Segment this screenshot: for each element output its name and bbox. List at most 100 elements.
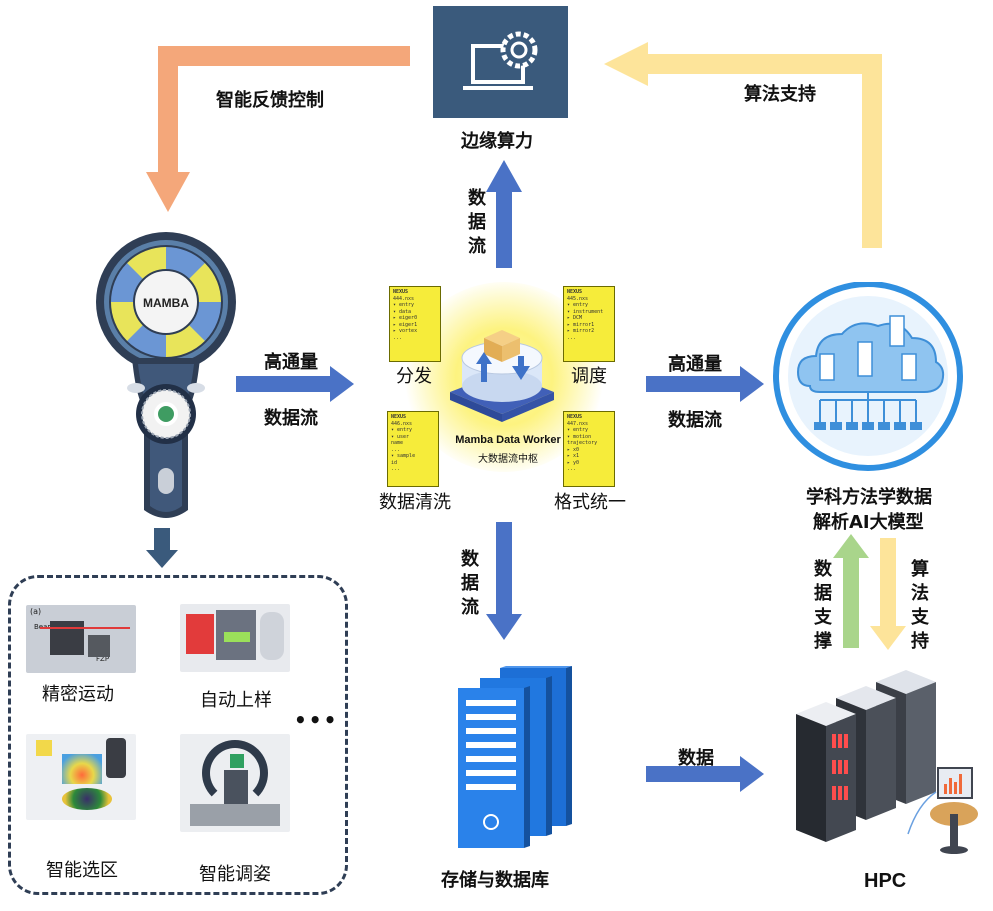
schedule-label: 调度 <box>571 366 607 387</box>
feedback-arrow <box>158 46 410 175</box>
high-throughput-left-shaft <box>236 376 332 392</box>
algo-support-side-head <box>870 626 906 650</box>
dataflow-up-char: 据 <box>468 212 486 233</box>
nexus-line: ... <box>391 446 401 453</box>
ai-model-label-line1: 学科方法学数据 <box>806 487 932 508</box>
nexus-line: ... <box>567 466 577 472</box>
edge-compute-node <box>433 6 568 118</box>
precision-motion-label: 精密运动 <box>42 684 114 705</box>
algo-support-side-char: 法 <box>911 583 929 604</box>
nexus-line: ▸ mirror1 <box>567 321 595 328</box>
mamba-to-apps-head <box>146 550 178 568</box>
nexus-file: 445.nxs <box>567 295 589 302</box>
thumb-tag: (a) <box>30 607 42 616</box>
nexus-note-444: NEXUS 444.nxs ▾ entry ▾ data ▸ eiger0 ▸ … <box>389 286 441 362</box>
high-throughput-right-head <box>740 366 764 402</box>
data-to-hpc-head <box>740 756 764 792</box>
storage-label: 存储与数据库 <box>441 870 549 891</box>
algo-support-side-label: 算 法 支 持 <box>909 558 931 654</box>
laptop-gear-icon <box>463 31 538 90</box>
cleaning-label: 数据清洗 <box>379 492 451 513</box>
dataflow-right-label: 数据流 <box>668 410 722 431</box>
nexus-line: ▸ mirror2 <box>567 328 595 334</box>
nexus-header: NEXUS <box>391 414 407 420</box>
thumb-tag: FZP <box>96 655 110 663</box>
ai-model-label-line2: 解析AI大模型 <box>813 512 924 533</box>
dataflow-down-char: 据 <box>461 573 479 594</box>
dataflow-up-label: 数 据 流 <box>466 187 488 259</box>
high-throughput-left-label: 高通量 <box>264 352 318 373</box>
dataflow-down-char: 数 <box>461 549 479 570</box>
data-support-head <box>833 534 869 558</box>
nexus-line: ▸ vortex <box>393 328 418 334</box>
format-label: 格式统一 <box>554 492 626 513</box>
nexus-line: ▾ motion <box>567 433 592 440</box>
nexus-line: ▸ x1 <box>567 453 580 459</box>
algo-support-arrow <box>645 54 882 248</box>
nexus-header: NEXUS <box>567 289 583 295</box>
dataflow-up-char: 数 <box>468 188 486 209</box>
nexus-line: ▾ user <box>391 433 410 440</box>
applications-panel <box>8 575 348 895</box>
auto-loading-label: 自动上样 <box>200 690 272 711</box>
nexus-file: 444.nxs <box>393 295 415 302</box>
nexus-note-447: NEXUS 447.nxs ▾ entry ▾ motion trajector… <box>563 411 615 487</box>
smart-alignment-image <box>180 734 290 832</box>
nexus-line: ▸ eiger1 <box>393 321 418 328</box>
nexus-line: ▾ sample <box>391 453 416 459</box>
nexus-line: id <box>391 459 398 466</box>
data-to-hpc-shaft <box>646 766 742 782</box>
storage-servers-icon <box>458 666 572 848</box>
high-throughput-right-label: 高通量 <box>668 354 722 375</box>
algo-support-side-char: 支 <box>911 607 929 628</box>
distribute-label: 分发 <box>396 366 432 387</box>
mamba-logo-text: MAMBA <box>143 296 189 310</box>
data-support-char: 数 <box>814 559 832 580</box>
data-support-char: 据 <box>814 583 832 604</box>
nexus-line: ▾ entry <box>391 427 413 433</box>
feedback-label: 智能反馈控制 <box>216 90 324 111</box>
algo-support-top-label: 算法支持 <box>744 84 816 105</box>
mamba-device: MAMBA <box>96 232 236 518</box>
algo-support-side-char: 算 <box>911 559 929 580</box>
nexus-line: ... <box>567 334 577 341</box>
nexus-line: ... <box>391 466 401 472</box>
hub-subtitle: 大数据流中枢 <box>478 454 538 465</box>
nexus-note-446: NEXUS 446.nxs ▾ entry ▾ user name ... ▾ … <box>387 411 439 487</box>
smart-region-image <box>26 734 136 820</box>
nexus-line: name <box>391 440 404 446</box>
more-dots: ••• <box>294 708 339 732</box>
nexus-file: 446.nxs <box>391 420 413 427</box>
nexus-note-445: NEXUS 445.nxs ▾ entry ▾ instrument ▸ DCM… <box>563 286 615 362</box>
algo-support-side-shaft <box>880 538 896 628</box>
data-support-char: 支 <box>814 607 832 628</box>
hub-cube-icon <box>450 330 554 422</box>
nexus-line: ▸ eiger0 <box>393 315 418 321</box>
dataflow-down-head <box>486 614 522 640</box>
data-support-shaft <box>843 556 859 648</box>
nexus-header: NEXUS <box>567 414 583 420</box>
dataflow-down-char: 流 <box>461 597 479 618</box>
dataflow-up-head <box>486 160 522 192</box>
nexus-line: ▸ y0 <box>567 459 580 466</box>
auto-loading-image <box>180 604 290 672</box>
nexus-line: ▸ DCM <box>567 315 583 321</box>
smart-region-label: 智能选区 <box>46 860 118 881</box>
ai-model-cloud-icon <box>773 282 963 471</box>
edge-compute-label: 边缘算力 <box>461 131 533 152</box>
mamba-wheel <box>109 245 223 359</box>
dataflow-left-label: 数据流 <box>264 408 318 429</box>
hpc-label: HPC <box>864 870 907 892</box>
dataflow-down-label: 数 据 流 <box>459 548 481 620</box>
mamba-to-apps-shaft <box>154 528 170 552</box>
nexus-line: ▾ entry <box>567 427 589 433</box>
feedback-arrowhead <box>146 172 190 212</box>
nexus-line: ▾ entry <box>567 302 589 308</box>
hub-title: Mamba Data Worker <box>455 434 561 446</box>
precision-motion-image: (a) Beam MLL FZP <box>26 605 136 673</box>
algo-support-side-char: 持 <box>911 631 929 652</box>
high-throughput-left-head <box>330 366 354 402</box>
data-support-char: 撑 <box>814 631 832 652</box>
hpc-servers-icon <box>796 670 978 854</box>
